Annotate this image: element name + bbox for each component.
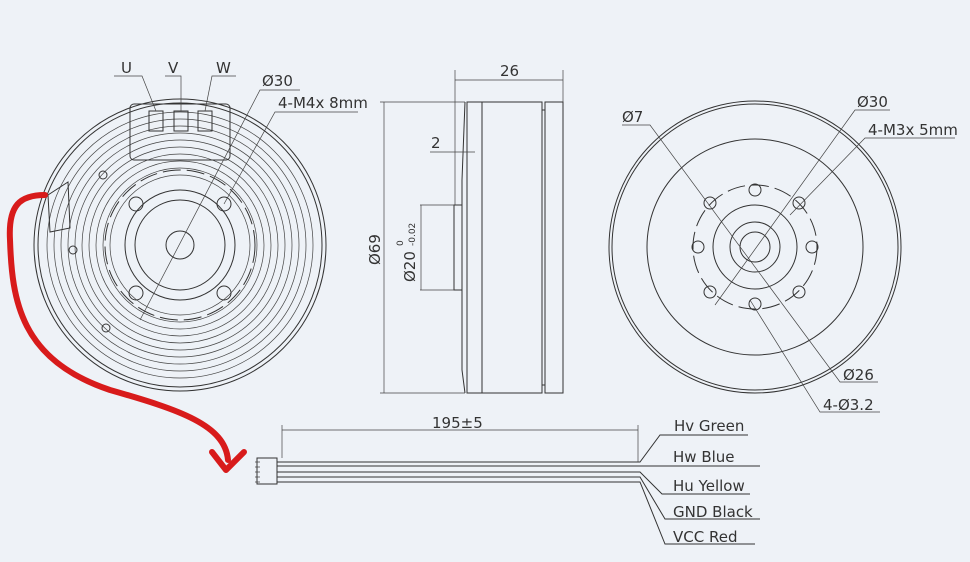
- wire-label-hu: Hu Yellow: [673, 477, 745, 495]
- coil-ring: [102, 167, 258, 323]
- coil-ring: [109, 174, 251, 316]
- side-view: 26 2 Ø69 Ø20 0 -0.02: [366, 62, 564, 394]
- pcd-label: Ø26: [843, 366, 874, 384]
- outer-diameter-label: Ø69: [366, 234, 384, 265]
- back-view: Ø7 Ø30 4-M3x 5mm Ø26 4-Ø3.2: [608, 93, 958, 414]
- phase-label-u: U: [121, 59, 132, 77]
- phase-label-v: V: [168, 59, 179, 77]
- tolerance-upper: 0: [396, 240, 406, 246]
- coil-ring: [67, 132, 293, 358]
- coil-ring: [88, 153, 272, 337]
- shaft-diameter-label: Ø20: [401, 251, 419, 282]
- wire-label-gnd: GND Black: [673, 503, 753, 521]
- cable: 195±5 Hv Green Hw Blue Hu Yellow GND Bla…: [255, 414, 760, 546]
- coil-ring: [81, 146, 279, 344]
- coil-ring: [95, 160, 265, 330]
- tolerance-lower: -0.02: [408, 223, 418, 246]
- step-label: 2: [431, 134, 441, 152]
- back-diameter-label: Ø30: [857, 93, 888, 111]
- wire-label-hv: Hv Green: [674, 417, 744, 435]
- coil-ring: [46, 111, 314, 379]
- front-thread-label: 4-M4x 8mm: [278, 94, 368, 112]
- holes-label: 4-Ø3.2: [823, 396, 874, 414]
- width-label: 26: [500, 62, 519, 80]
- coil-ring: [60, 125, 300, 365]
- red-annotation-arrow: [6, 192, 247, 473]
- coil-ring: [53, 118, 307, 372]
- back-thread-label: 4-M3x 5mm: [868, 121, 958, 139]
- wire-label-hw: Hw Blue: [673, 448, 735, 466]
- front-diameter-label: Ø30: [262, 72, 293, 90]
- wire-label-vcc: VCC Red: [673, 528, 737, 546]
- coil-ring: [74, 139, 286, 351]
- phase-label-w: W: [216, 59, 231, 77]
- cable-length-label: 195±5: [432, 414, 483, 432]
- back-hole-label: Ø7: [622, 108, 643, 126]
- front-view: U V W Ø30 4-M4x 8mm: [33, 59, 368, 392]
